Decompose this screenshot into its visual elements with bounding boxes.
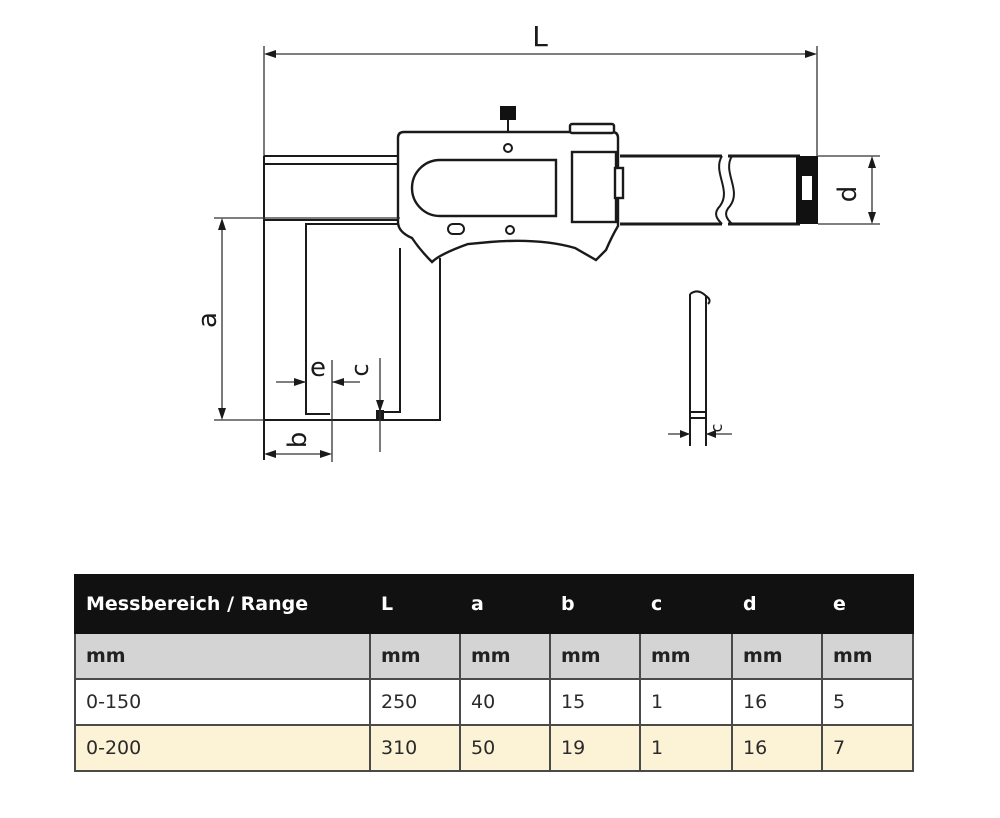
header-a: a (459, 574, 551, 634)
specification-table: Messbereich / Range L a b c d e mm mm mm… (74, 574, 914, 772)
label-d: d (833, 186, 863, 203)
dimension-e: e (276, 353, 360, 462)
table-cell: 16 (731, 678, 823, 726)
unit-cell: mm (821, 632, 914, 680)
table-cell: 15 (549, 678, 641, 726)
dimension-c: c (346, 358, 384, 452)
outer-jaw (264, 223, 400, 421)
dimension-b: b (264, 432, 332, 458)
dimension-d: d (818, 155, 880, 225)
table-row: 0-150 250 40 15 1 16 5 (74, 678, 914, 726)
table-cell: 40 (459, 678, 551, 726)
header-range: Messbereich / Range (74, 574, 371, 634)
header-L: L (369, 574, 461, 634)
table-cell: 5 (821, 678, 914, 726)
label-L: L (532, 20, 548, 53)
label-c: c (346, 363, 374, 376)
table-cell: 1 (639, 724, 733, 772)
table-cell: 19 (549, 724, 641, 772)
table-cell: 50 (459, 724, 551, 772)
label-a: a (193, 312, 223, 328)
table-header-row: Messbereich / Range L a b c d e (74, 574, 914, 634)
unit-cell: mm (639, 632, 733, 680)
table-cell: 310 (369, 724, 461, 772)
table-cell: 7 (821, 724, 914, 772)
unit-cell: mm (459, 632, 551, 680)
unit-cell: mm (549, 632, 641, 680)
beam (263, 154, 818, 460)
unit-cell: mm (369, 632, 461, 680)
label-e: e (310, 353, 326, 383)
dimension-L: L (263, 20, 818, 160)
header-d: d (731, 574, 823, 634)
dimension-a: a (193, 217, 400, 421)
label-b: b (283, 432, 313, 449)
table-row: 0-200 310 50 19 1 16 7 (74, 724, 914, 772)
table-cell: 0-200 (74, 724, 371, 772)
table-cell: 1 (639, 678, 733, 726)
digital-housing (396, 106, 625, 264)
label-c-side: c (707, 424, 726, 433)
table-cell: 16 (731, 724, 823, 772)
unit-cell: mm (731, 632, 823, 680)
slider-jaw (376, 248, 441, 421)
header-b: b (549, 574, 641, 634)
header-c: c (639, 574, 733, 634)
header-e: e (821, 574, 914, 634)
unit-cell: mm (74, 632, 371, 680)
caliper-technical-drawing: L (193, 20, 880, 462)
table-cell: 0-150 (74, 678, 371, 726)
jaw-side-view: c (668, 290, 732, 446)
table-units-row: mm mm mm mm mm mm mm (74, 632, 914, 680)
table-cell: 250 (369, 678, 461, 726)
